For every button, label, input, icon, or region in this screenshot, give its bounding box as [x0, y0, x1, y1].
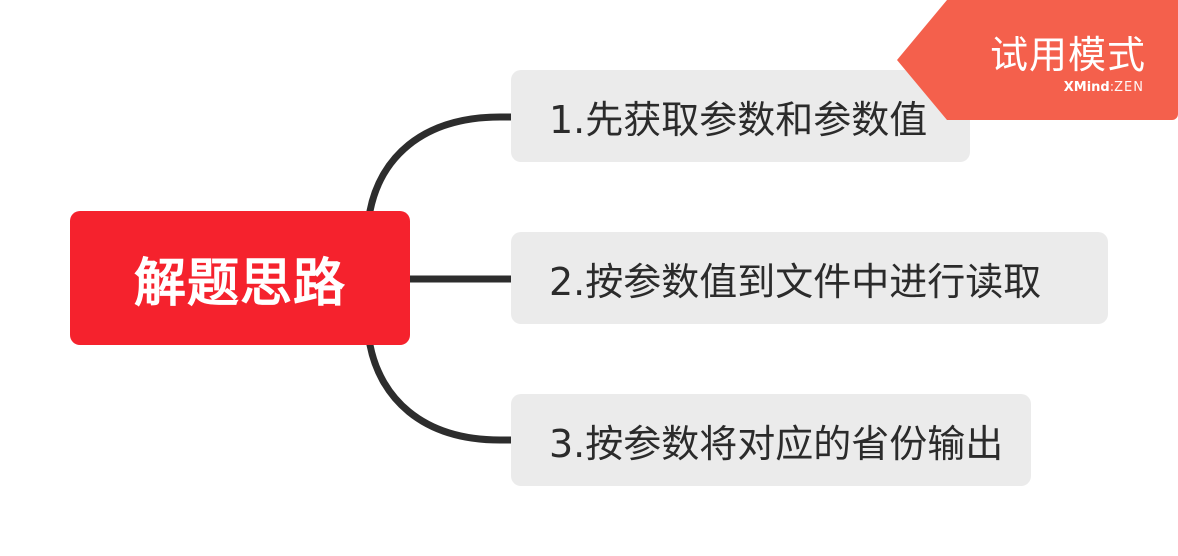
subtopic-3-label: 3.按参数将对应的省份输出 [549, 421, 1004, 466]
subtopic-1-label: 1.先获取参数和参数值 [549, 97, 928, 142]
connector-branch-1 [366, 113, 515, 215]
brand-edition: ZEN [1114, 80, 1144, 95]
brand-separator: : [1109, 80, 1115, 95]
subtopic-3[interactable]: 3.按参数将对应的省份输出 [511, 394, 1031, 486]
subtopic-2-label: 2.按参数值到文件中进行读取 [549, 259, 1042, 304]
trial-mode-badge[interactable]: 试用模式 XMind:ZEN [897, 0, 1178, 120]
subtopic-2[interactable]: 2.按参数值到文件中进行读取 [511, 232, 1108, 324]
subtopic-1[interactable]: 1.先获取参数和参数值 [511, 70, 970, 162]
brand-name: XMind [1063, 80, 1110, 95]
trial-mode-title: 试用模式 [989, 33, 1146, 77]
xmind-zen-brand: XMind:ZEN [1064, 80, 1144, 95]
connector-branch-3 [366, 341, 515, 444]
root-topic[interactable]: 解题思路 [70, 211, 410, 345]
root-topic-label: 解题思路 [133, 253, 346, 314]
